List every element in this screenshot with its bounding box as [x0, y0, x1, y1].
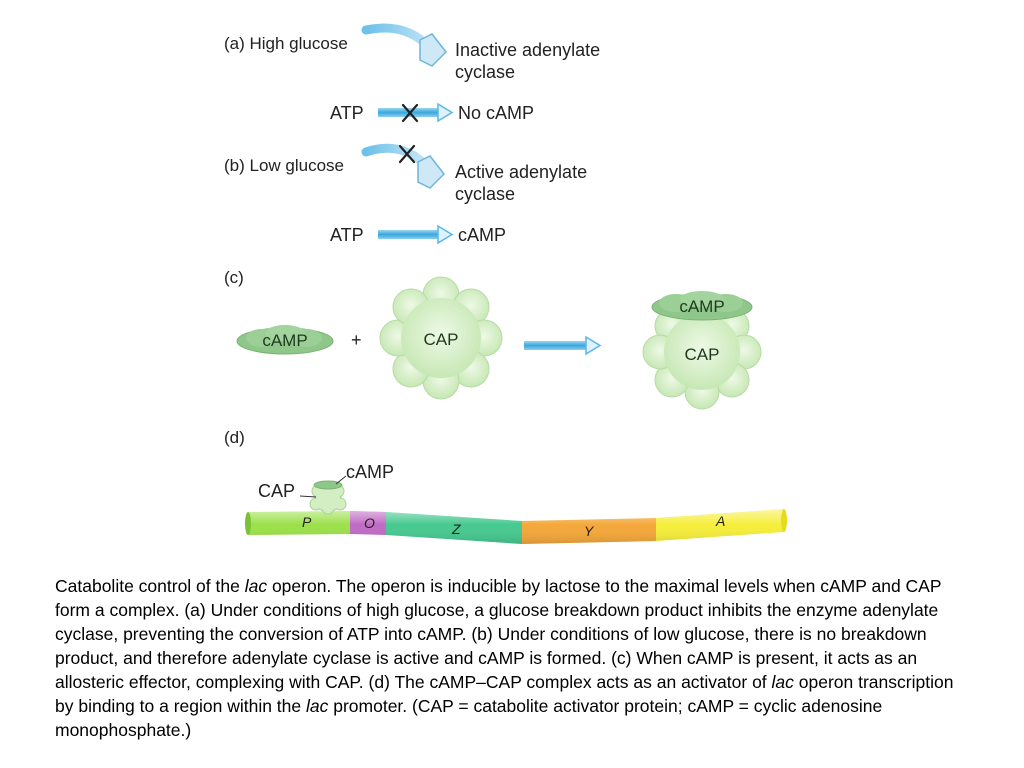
atp-to-camp-arrow [378, 224, 454, 245]
panel-a-label: (a) High glucose [224, 34, 348, 53]
block-x-icon [401, 103, 419, 123]
panel-d-label: (d) [224, 428, 245, 447]
caption-part-4: promoter. (CAP = catabolite activator pr… [55, 696, 883, 740]
atp-label-b: ATP [330, 225, 364, 245]
cap-on-promoter [309, 484, 347, 515]
panel-c [236, 276, 762, 410]
active-cyclase-label-line1: Active adenylate [455, 162, 588, 182]
camp-product-label: cAMP [458, 225, 507, 245]
panel-b-label: (b) Low glucose [224, 156, 345, 175]
lac-operon-diagram [236, 23, 787, 544]
panel-b [361, 143, 454, 245]
camp-cap-complex-protein [642, 308, 762, 410]
gene-label-Y: Y [584, 523, 594, 539]
complex-formation-arrow [524, 335, 602, 356]
inactive-cyclase-label-line1: Inactive adenylate [455, 40, 601, 60]
camp-text: cAMP [262, 331, 308, 350]
glucose-curve-b [361, 143, 425, 165]
cap-pointer-line [299, 495, 317, 498]
bound-camp-molecule [651, 291, 753, 321]
complex-camp-text: cAMP [679, 297, 725, 316]
panel-c-label: (c) [224, 268, 244, 287]
cap-label-d: CAP [258, 481, 296, 501]
atp-label-a: ATP [330, 103, 364, 123]
camp-pointer-line [335, 475, 347, 485]
dna-operon [245, 509, 787, 544]
no-camp-label: No cAMP [458, 103, 535, 123]
camp-label-d: cAMP [346, 462, 395, 482]
caption-lac-2: lac [771, 672, 794, 692]
figure-caption: Catabolite control of the lac operon. Th… [55, 574, 955, 742]
active-cyclase-label-line2: cyclase [455, 184, 516, 204]
camp-on-cap [313, 480, 343, 490]
complex-cap-text: CAP [684, 345, 720, 364]
cap-text: CAP [423, 330, 459, 349]
camp-molecule [236, 325, 334, 355]
gene-label-A: A [716, 513, 726, 529]
caption-lac-1: lac [244, 576, 268, 596]
inactive-cyclase-shape [419, 33, 447, 67]
cap-protein [379, 276, 503, 400]
plus-sign: + [351, 330, 362, 350]
caption-lac-3: lac [306, 696, 329, 716]
block-x-icon [398, 144, 416, 164]
gene-label-Z: Z [452, 521, 461, 537]
gene-label-P: P [302, 514, 312, 530]
caption-part-2: operon. The operon is inducible by lacto… [55, 576, 942, 692]
atp-to-no-camp-arrow [378, 102, 454, 123]
caption-part-3: operon transcription by binding to a reg… [55, 672, 954, 716]
caption-part-1: Catabolite control of the [55, 576, 245, 596]
inactive-cyclase-label-line2: cyclase [455, 62, 516, 82]
gene-label-O: O [364, 515, 375, 531]
panel-a [361, 23, 454, 123]
panel-d [245, 475, 787, 544]
active-cyclase-shape [417, 155, 445, 189]
